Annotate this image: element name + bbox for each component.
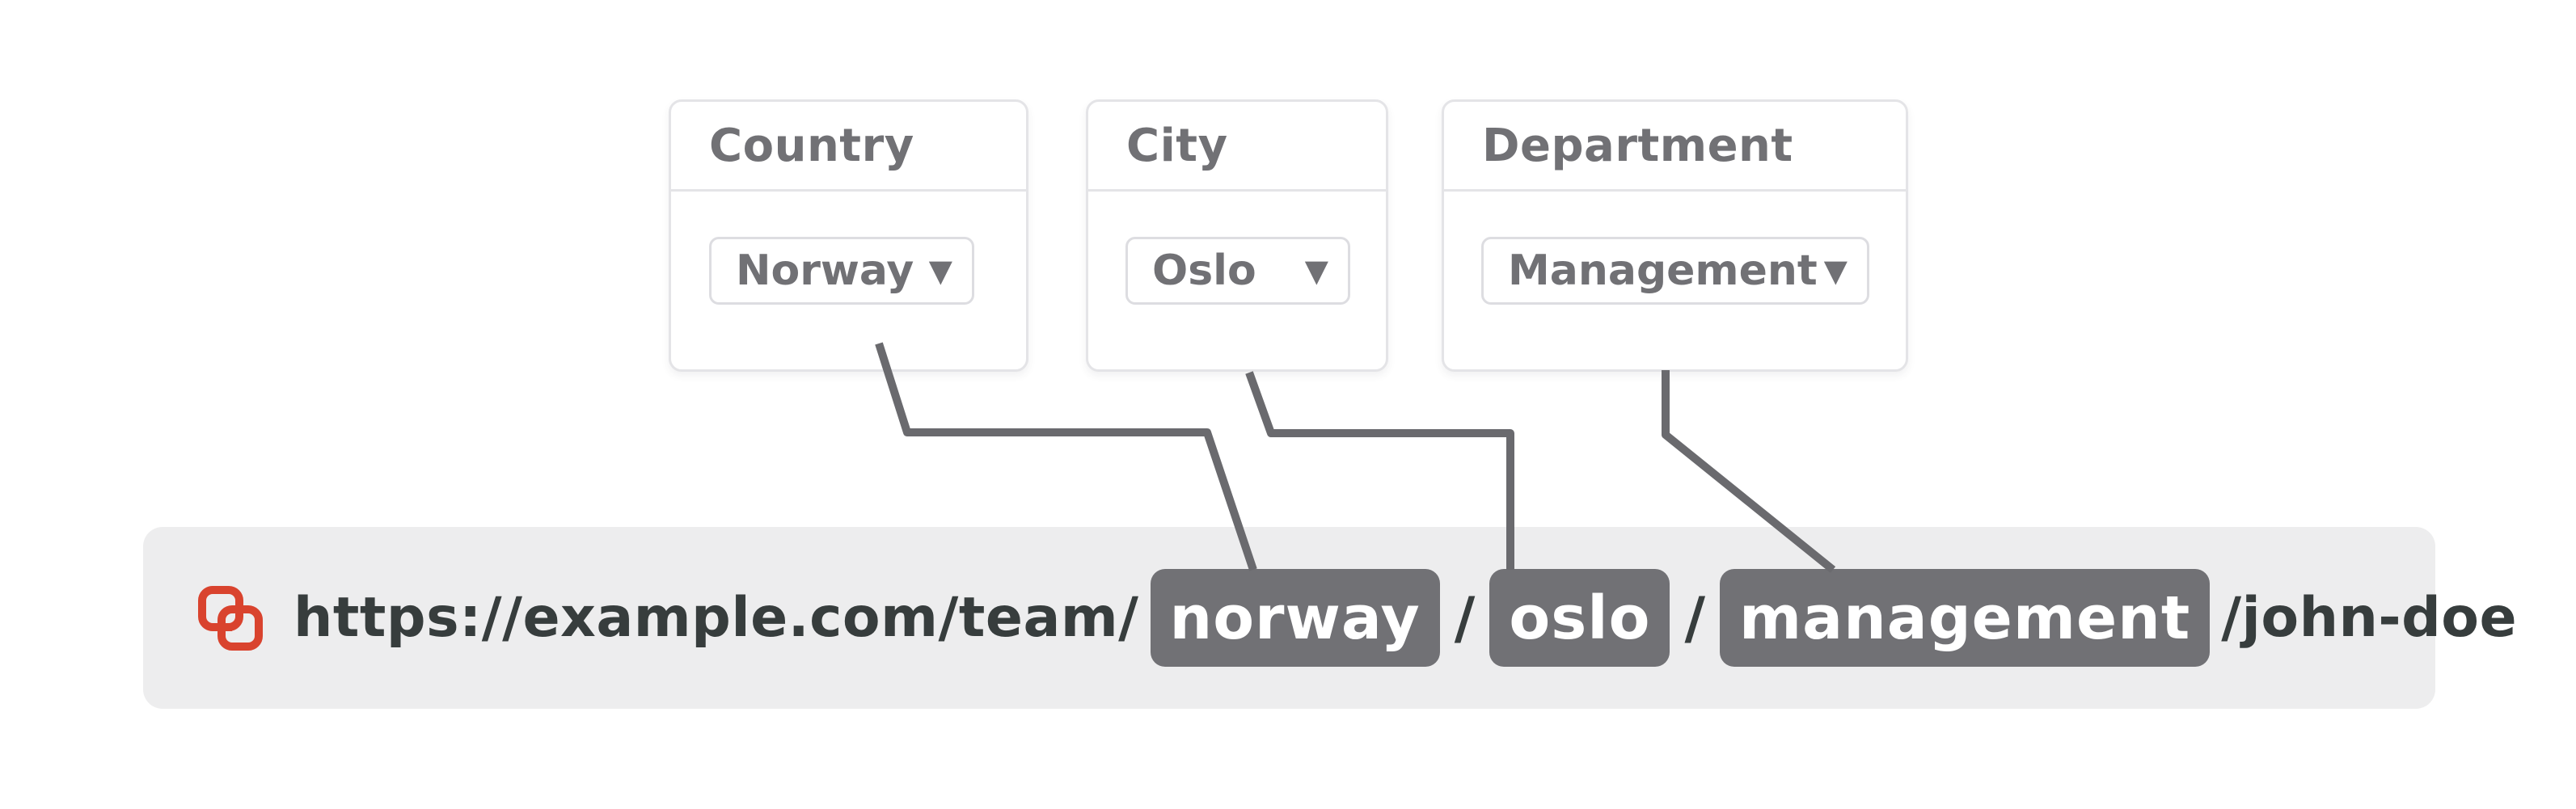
chevron-down-icon: ▼	[1304, 253, 1328, 289]
url-suffix: /john-doe	[2221, 586, 2518, 650]
card-department-title: Department	[1482, 119, 1793, 172]
card-country-title: Country	[709, 119, 914, 172]
city-select[interactable]: Oslo ▼	[1125, 237, 1350, 305]
slash-separator: /	[1454, 584, 1476, 651]
url-prefix: https://example.com/team/	[293, 586, 1139, 650]
city-select-value: Oslo	[1152, 246, 1256, 295]
country-select[interactable]: Norway ▼	[709, 237, 974, 305]
card-city-title: City	[1126, 119, 1228, 172]
department-select-value: Management	[1508, 246, 1818, 295]
url-bar: https://example.com/team/ norway / oslo …	[143, 527, 2517, 709]
department-select[interactable]: Management ▼	[1481, 237, 1869, 305]
url-segment-norway: norway	[1150, 569, 1440, 667]
card-city-header: City	[1088, 102, 1386, 192]
url-segment-oslo: oslo	[1489, 569, 1670, 667]
card-country: Country Norway ▼	[669, 99, 1028, 372]
link-icon	[198, 585, 263, 651]
card-country-header: Country	[671, 102, 1026, 192]
url-segment-management: management	[1720, 569, 2211, 667]
slash-separator: /	[1684, 584, 1706, 651]
chevron-down-icon: ▼	[928, 253, 952, 289]
card-city: City Oslo ▼	[1086, 99, 1388, 372]
country-select-value: Norway	[736, 246, 914, 295]
card-department-header: Department	[1444, 102, 1906, 192]
card-department: Department Management ▼	[1442, 99, 1908, 372]
chevron-down-icon: ▼	[1823, 253, 1848, 289]
